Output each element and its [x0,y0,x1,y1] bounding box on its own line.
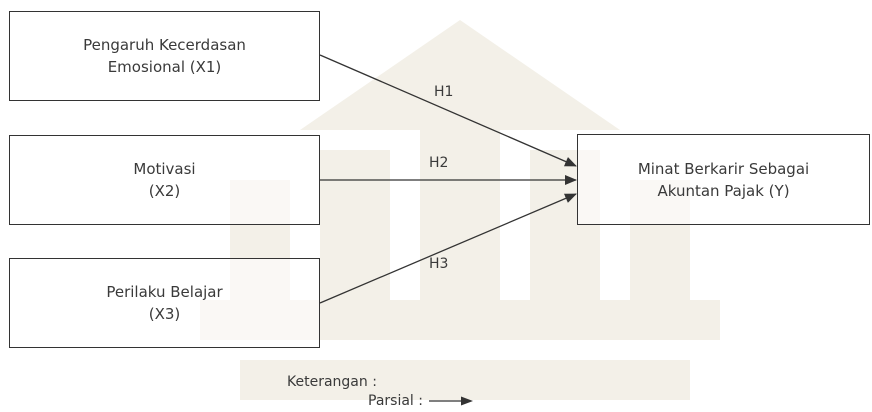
node-y-line1: Minat Berkarir Sebagai [637,159,810,178]
node-x1-line2: Emosional (X1) [107,58,222,76]
legend-item-label: Parsial : [368,393,423,409]
edge-h3-arrow [319,193,577,304]
edge-h3-label: H3 [429,256,449,272]
node-x2-line2: (X2) [148,182,181,200]
node-x1-kecerdasan-emosional: Pengaruh Kecerdasan Emosional (X1) [9,11,320,101]
node-x3-line1: Perilaku Belajar [106,283,223,301]
edge-h1-arrow [319,54,577,167]
legend-title: Keterangan : [287,374,377,390]
node-x2-motivasi: Motivasi (X2) [9,135,320,225]
edge-h1-label: H1 [434,84,454,100]
edge-h2-label: H2 [429,155,449,171]
arrow-right-icon [428,396,473,406]
node-x3-line2: (X3) [148,305,181,323]
node-x1-line1: Pengaruh Kecerdasan [83,36,246,54]
node-y-minat-berkarir: Minat Berkarir Sebagai Akuntan Pajak (Y) [577,134,870,225]
legend-item-parsial: Parsial : [368,393,473,409]
node-x2-line1: Motivasi [133,160,196,178]
node-y-line2: Akuntan Pajak (Y) [657,181,790,200]
node-x3-perilaku-belajar: Perilaku Belajar (X3) [9,258,320,348]
